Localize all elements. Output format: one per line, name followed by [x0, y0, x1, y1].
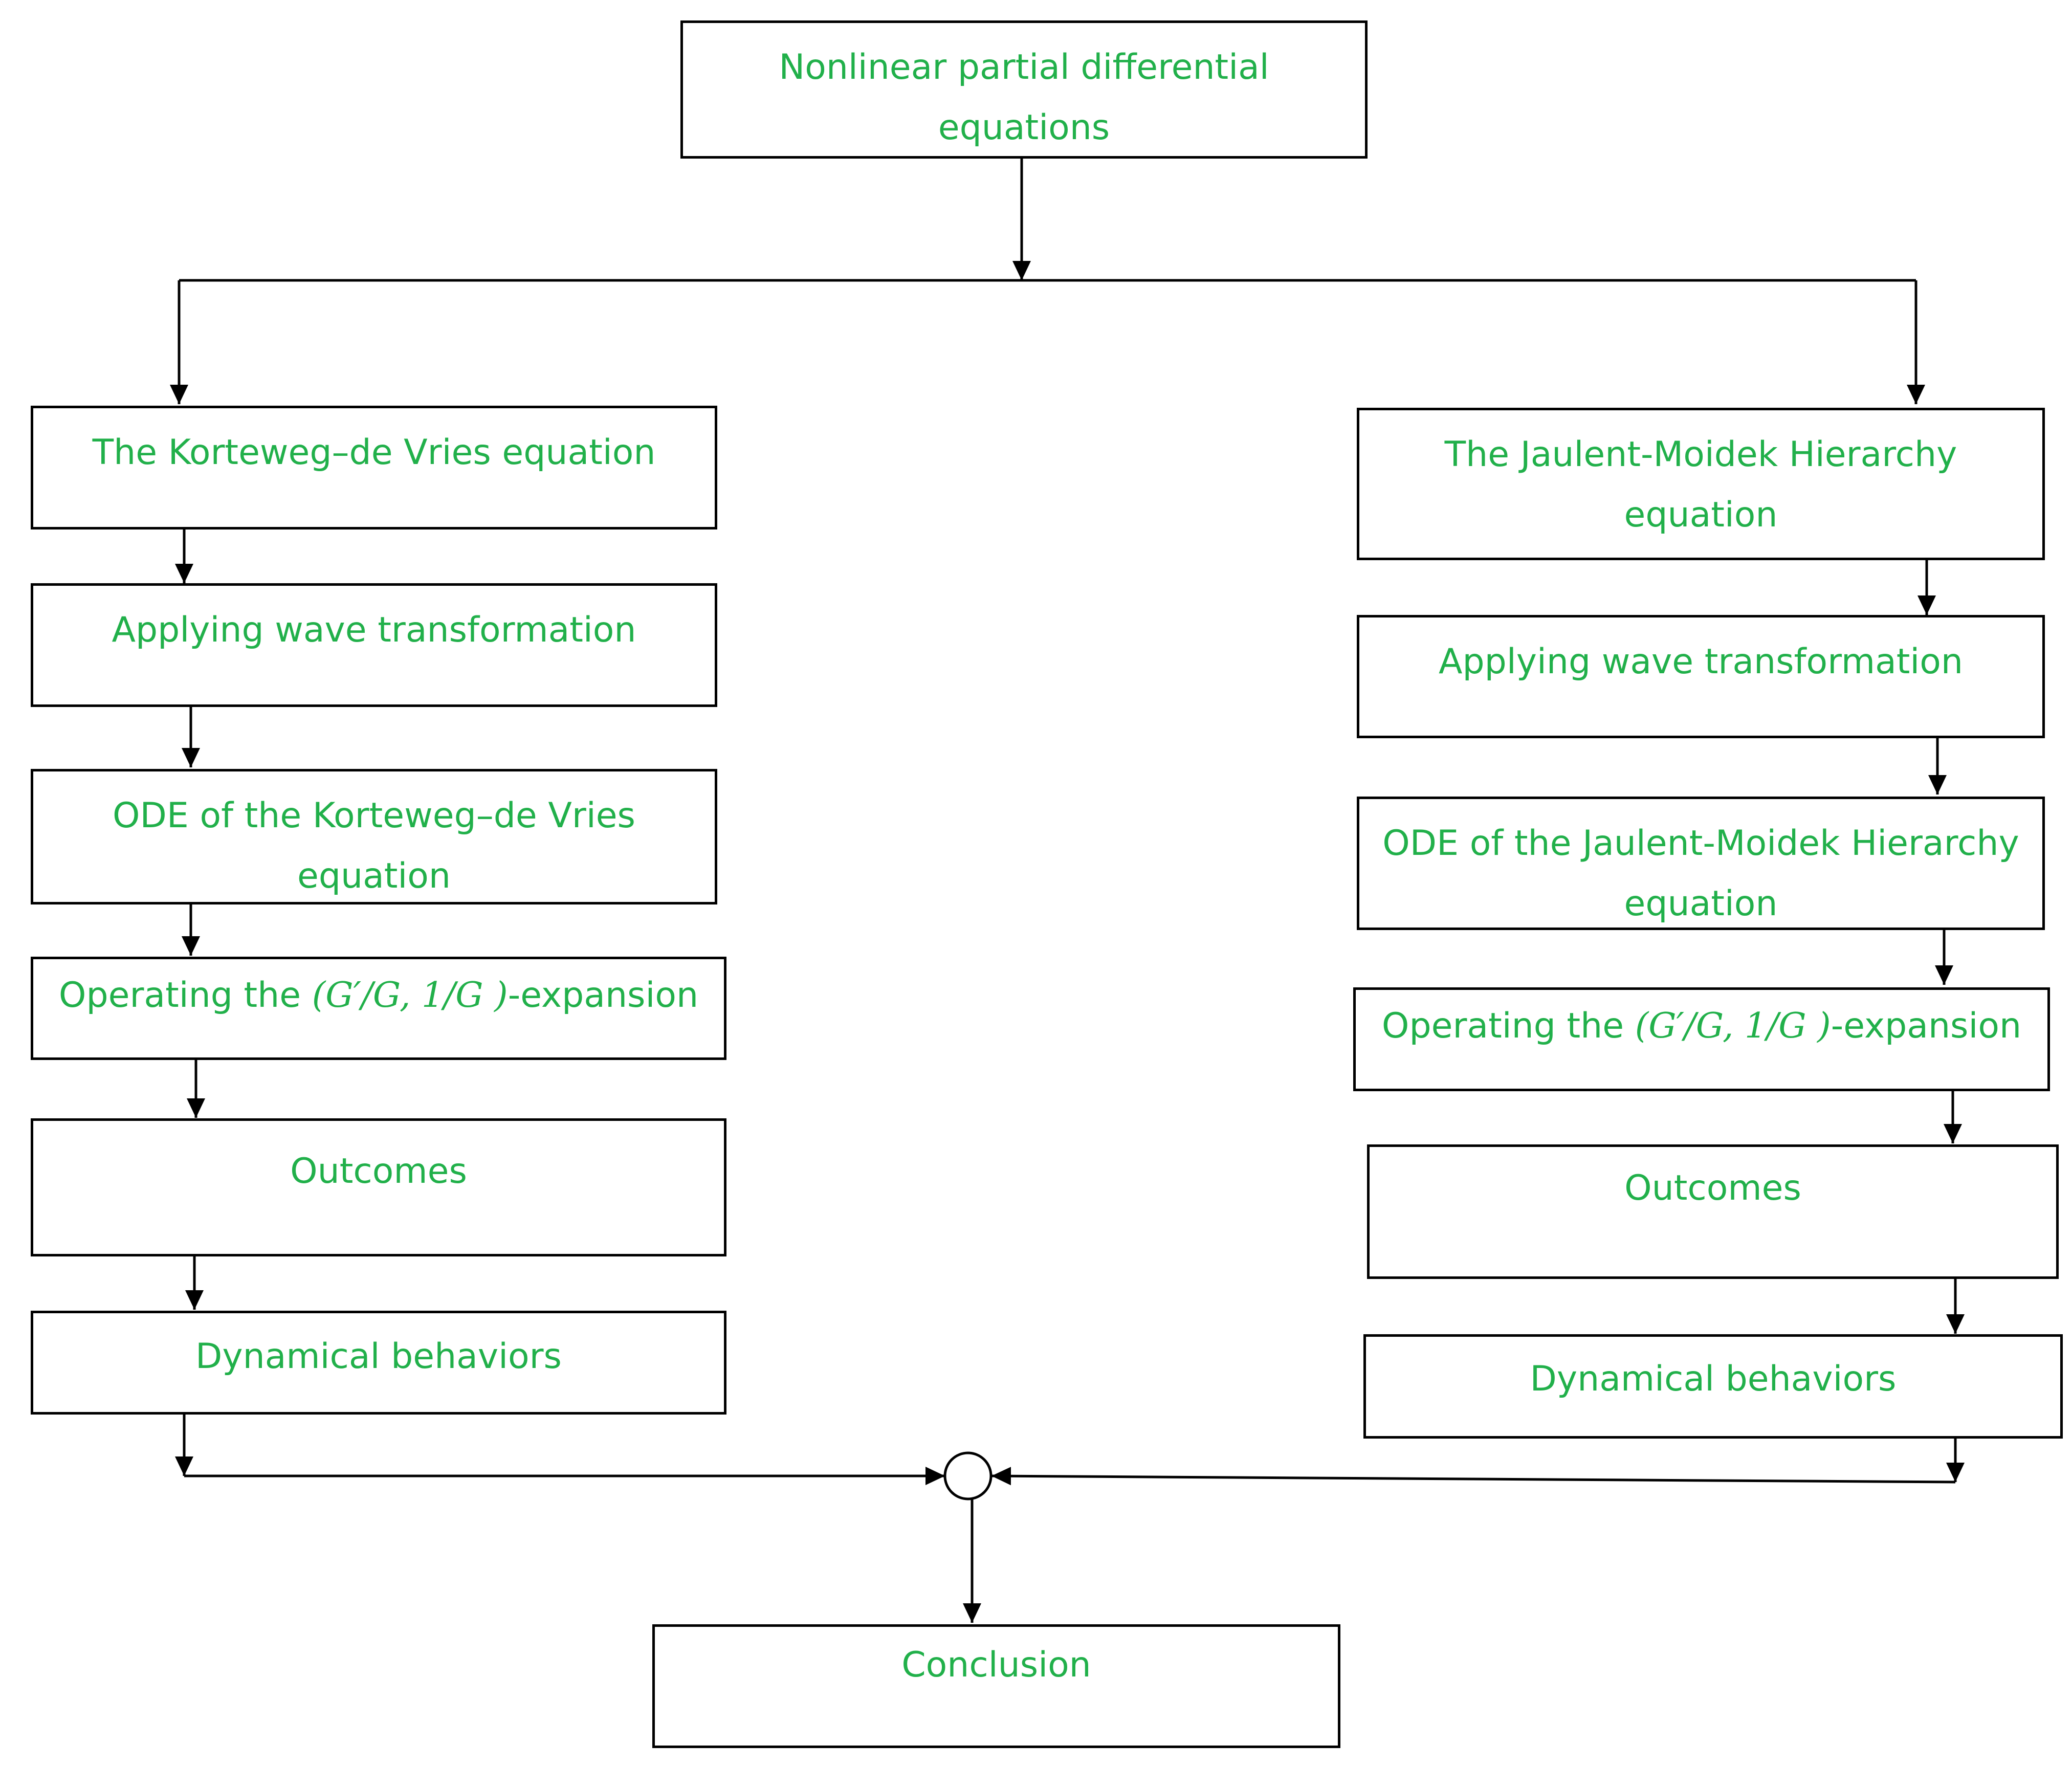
box-kdv-ode-line2: equation	[297, 856, 451, 896]
merge-junction	[943, 1451, 993, 1500]
box-kdv-ode: ODE of the Korteweg–de Vries equation	[31, 769, 717, 904]
box-right-dynamical-behaviors-label: Dynamical behaviors	[1530, 1359, 1897, 1399]
box-nonlinear-pde-line1: Nonlinear partial differential	[779, 47, 1269, 87]
box-left-dynamical-behaviors: Dynamical behaviors	[31, 1311, 726, 1415]
box-left-outcomes: Outcomes	[31, 1118, 726, 1256]
box-jm-equation-line2: equation	[1624, 495, 1778, 535]
right-operating-suffix: -expansion	[1831, 1006, 2022, 1046]
box-right-outcomes: Outcomes	[1367, 1144, 2059, 1279]
box-jm-ode: ODE of the Jaulent-Moidek Hierarchy equa…	[1357, 797, 2045, 930]
box-nonlinear-pde-line2: equations	[938, 107, 1110, 148]
box-conclusion: Conclusion	[652, 1624, 1340, 1748]
right-operating-prefix: Operating the	[1381, 1006, 1635, 1046]
box-right-wave-transformation: Applying wave transformation	[1357, 615, 2045, 738]
merge-line-right	[991, 1467, 1956, 1486]
box-jm-ode-line2: equation	[1624, 884, 1778, 924]
box-left-operating-expansion: Operating the (G′/G, 1/G )-expansion	[31, 957, 726, 1060]
box-jm-ode-line1: ODE of the Jaulent-Moidek Hierarchy	[1382, 823, 2019, 864]
box-kdv-equation-label: The Korteweg–de Vries equation	[92, 432, 656, 473]
box-left-operating-expansion-label: Operating the (G′/G, 1/G )-expansion	[59, 965, 698, 1026]
box-conclusion-label: Conclusion	[901, 1645, 1091, 1685]
box-left-outcomes-label: Outcomes	[290, 1151, 467, 1191]
box-nonlinear-pde: Nonlinear partial differential equations	[680, 20, 1368, 159]
left-operating-suffix: -expansion	[508, 975, 699, 1016]
box-right-outcomes-label: Outcomes	[1624, 1168, 1801, 1208]
right-method-formula: (G′/G, 1/G )	[1635, 1006, 1831, 1046]
box-left-wave-transformation-label: Applying wave transformation	[112, 610, 636, 650]
box-kdv-ode-line1: ODE of the Korteweg–de Vries	[113, 796, 635, 836]
box-right-wave-transformation-label: Applying wave transformation	[1438, 642, 1963, 682]
left-operating-prefix: Operating the	[58, 975, 312, 1016]
box-right-operating-expansion: Operating the (G′/G, 1/G )-expansion	[1353, 987, 2050, 1091]
box-jm-equation-line1: The Jaulent-Moidek Hierarchy	[1444, 434, 1957, 475]
box-left-dynamical-behaviors-label: Dynamical behaviors	[195, 1336, 562, 1377]
box-kdv-equation: The Korteweg–de Vries equation	[31, 406, 717, 529]
box-right-dynamical-behaviors: Dynamical behaviors	[1363, 1334, 2063, 1439]
box-right-operating-expansion-label: Operating the (G′/G, 1/G )-expansion	[1382, 996, 2021, 1056]
box-jm-equation: The Jaulent-Moidek Hierarchy equation	[1357, 408, 2045, 560]
left-method-formula: (G′/G, 1/G )	[312, 975, 508, 1016]
box-left-wave-transformation: Applying wave transformation	[31, 583, 717, 707]
